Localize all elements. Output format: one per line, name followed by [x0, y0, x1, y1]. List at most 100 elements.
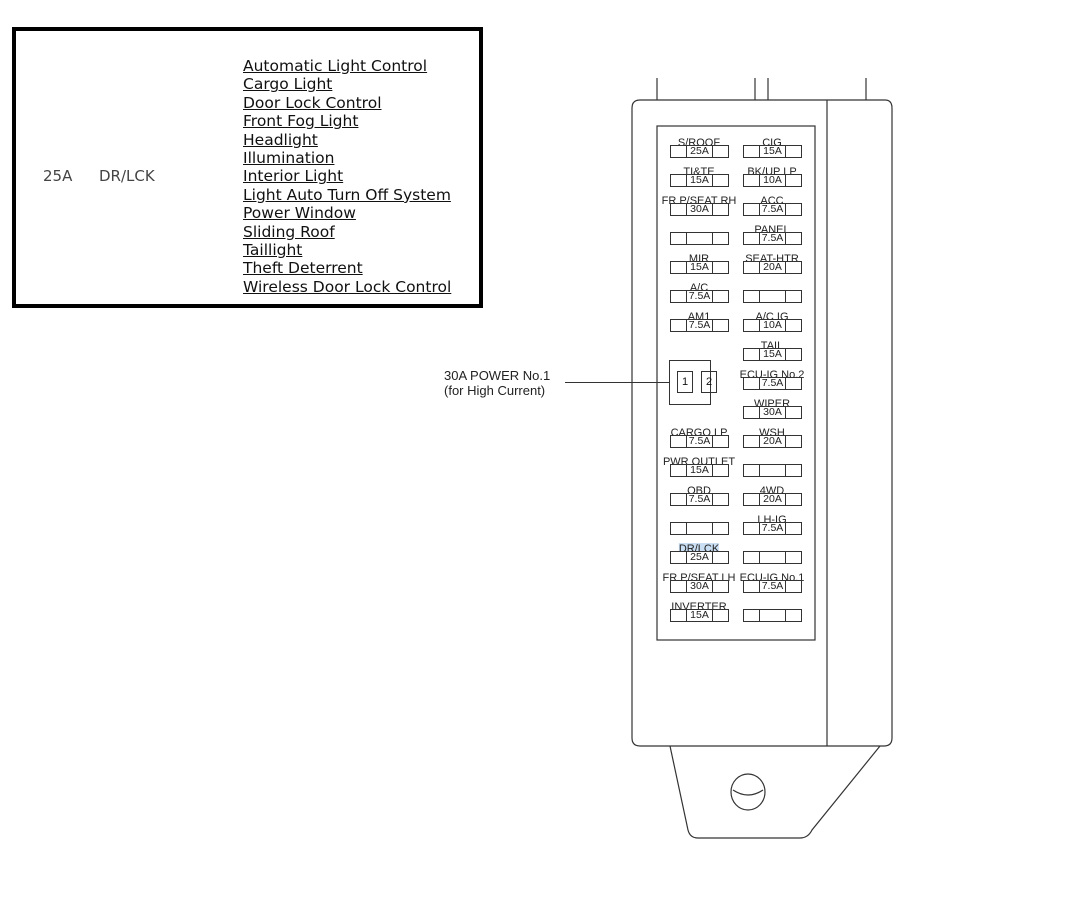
fuse-slot[interactable]: 30A — [743, 406, 802, 419]
fuse-slot[interactable] — [743, 464, 802, 477]
fuse-terminal — [744, 204, 760, 215]
fuse-terminal — [671, 523, 687, 534]
fuse-slot[interactable]: 20A — [743, 493, 802, 506]
fuse-slot[interactable]: 15A — [743, 145, 802, 158]
fuse-slot[interactable]: 7.5A — [670, 290, 729, 303]
fuse-terminal — [744, 320, 760, 331]
fuse-slot[interactable]: 10A — [743, 319, 802, 332]
fuse-terminal — [712, 523, 728, 534]
fuse-terminal — [744, 349, 760, 360]
fuse-slot[interactable]: 25A — [670, 145, 729, 158]
circuit-link[interactable]: Cargo Light — [243, 75, 333, 94]
relay-pin-2[interactable]: 2 — [701, 371, 717, 393]
fuse-amperage: 30A — [690, 203, 709, 215]
fuse-terminal — [671, 610, 687, 621]
fuse-slot[interactable] — [670, 232, 729, 245]
fuse-terminal — [671, 436, 687, 447]
circuit-link[interactable]: Theft Deterrent — [243, 259, 363, 278]
fuse-slot[interactable]: 15A — [670, 261, 729, 274]
fuse-slot[interactable]: 7.5A — [743, 232, 802, 245]
fuse-slot[interactable]: 25A — [670, 551, 729, 564]
fuse-terminal — [671, 233, 687, 244]
fuse-amperage: 20A — [763, 261, 782, 273]
fuse-terminal — [712, 175, 728, 186]
fuse-terminal — [785, 349, 801, 360]
fuse-terminal — [671, 494, 687, 505]
fuse-slot[interactable]: 30A — [670, 203, 729, 216]
fuse-terminal — [744, 233, 760, 244]
fuse-terminal — [785, 436, 801, 447]
fuse-terminal — [671, 204, 687, 215]
circuit-link[interactable]: Automatic Light Control — [243, 57, 428, 75]
legend-fuse-name: DR/LCK — [99, 167, 155, 185]
relay-pin-1[interactable]: 1 — [677, 371, 693, 393]
callout-leader-line — [565, 382, 669, 383]
fuse-terminal — [744, 407, 760, 418]
fuse-slot[interactable] — [743, 551, 802, 564]
fuse-amperage: 7.5A — [688, 290, 711, 302]
fuse-amperage: 15A — [690, 261, 709, 273]
fuse-amperage: 10A — [763, 319, 782, 331]
circuit-link[interactable]: Power Window — [243, 204, 356, 223]
fuse-slot[interactable]: 10A — [743, 174, 802, 187]
fuse-terminal — [712, 233, 728, 244]
fuse-amperage — [760, 610, 785, 621]
power-relay[interactable]: 1 2 — [669, 360, 717, 405]
fuse-slot[interactable]: 7.5A — [743, 580, 802, 593]
fuse-amperage: 25A — [690, 551, 709, 563]
circuit-link[interactable]: Interior Light — [243, 167, 344, 186]
callout-subtitle: (for High Current) — [444, 383, 546, 398]
fuse-terminal — [712, 262, 728, 273]
fuse-slot[interactable]: 7.5A — [670, 493, 729, 506]
fuse-slot[interactable]: 15A — [670, 609, 729, 622]
fuse-amperage: 10A — [763, 174, 782, 186]
fuse-slot[interactable]: 7.5A — [670, 435, 729, 448]
fuse-slot[interactable]: 20A — [743, 435, 802, 448]
fuse-terminal — [712, 320, 728, 331]
circuit-link[interactable]: Door Lock Control — [243, 93, 382, 112]
fuse-terminal — [671, 465, 687, 476]
fuse-slot[interactable]: 15A — [670, 464, 729, 477]
fuse-terminal — [712, 610, 728, 621]
fuse-terminal — [744, 581, 760, 592]
fuse-slot[interactable]: 7.5A — [743, 203, 802, 216]
fuse-terminal — [785, 233, 801, 244]
fuse-slot[interactable]: 30A — [670, 580, 729, 593]
fuse-terminal — [744, 262, 760, 273]
fuse-terminal — [785, 146, 801, 157]
fuse-amperage: 7.5A — [761, 522, 784, 534]
fuse-terminal — [712, 204, 728, 215]
fuse-amperage: 15A — [690, 609, 709, 621]
fuse-terminal — [785, 320, 801, 331]
fuse-terminal — [744, 175, 760, 186]
fuse-terminal — [712, 494, 728, 505]
fuse-amperage: 20A — [763, 435, 782, 447]
circuit-link[interactable]: Light Auto Turn Off System — [243, 185, 451, 204]
fuse-terminal — [744, 494, 760, 505]
circuit-link[interactable]: Headlight — [243, 130, 318, 149]
callout-title: 30A POWER No.1 — [444, 368, 551, 383]
fuse-slot[interactable] — [670, 522, 729, 535]
fuse-slot[interactable]: 7.5A — [670, 319, 729, 332]
fuse-terminal — [671, 320, 687, 331]
fuse-slot[interactable] — [743, 290, 802, 303]
fuse-slot[interactable]: 7.5A — [743, 377, 802, 390]
circuit-link[interactable]: Taillight — [243, 241, 303, 260]
fuse-amperage: 7.5A — [761, 203, 784, 215]
circuit-link[interactable]: Wireless Door Lock Control — [243, 277, 452, 296]
fuse-terminal — [671, 552, 687, 563]
circuit-link[interactable]: Illumination — [243, 149, 335, 168]
circuit-link[interactable]: Sliding Roof — [243, 222, 335, 241]
fuse-amperage: 15A — [690, 174, 709, 186]
fuse-terminal — [785, 610, 801, 621]
fuse-slot[interactable]: 20A — [743, 261, 802, 274]
fuse-slot[interactable] — [743, 609, 802, 622]
fuse-slot[interactable]: 15A — [743, 348, 802, 361]
circuit-link[interactable]: Front Fog Light — [243, 112, 359, 131]
fuse-terminal — [744, 436, 760, 447]
fuse-slot[interactable]: 7.5A — [743, 522, 802, 535]
fuse-terminal — [712, 552, 728, 563]
fuse-terminal — [744, 523, 760, 534]
fuse-slot[interactable]: 15A — [670, 174, 729, 187]
fuse-terminal — [712, 465, 728, 476]
